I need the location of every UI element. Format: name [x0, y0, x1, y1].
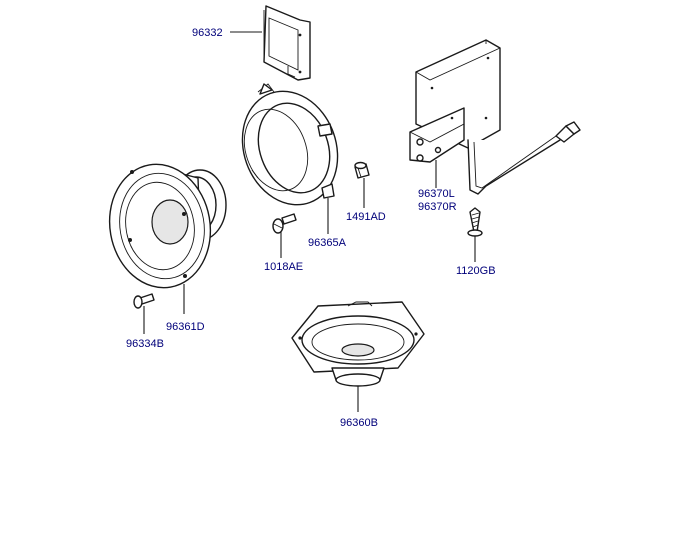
label-96370L: 96370L — [418, 188, 455, 200]
amplifier-drawing — [409, 39, 581, 195]
label-96360B: 96360B — [340, 417, 378, 429]
front-speaker-drawing — [108, 163, 227, 289]
small-cap-drawing — [354, 161, 370, 179]
screw-ae-drawing — [272, 213, 297, 234]
label-1018AE: 1018AE — [264, 261, 303, 273]
speaker-adapter-ring-drawing — [241, 83, 339, 206]
rear-speaker-drawing — [291, 301, 425, 387]
label-96334B: 96334B — [126, 338, 164, 350]
label-96365A: 96365A — [308, 237, 347, 249]
label-96332: 96332 — [192, 27, 223, 39]
screw-b-drawing — [133, 293, 155, 309]
label-96361D: 96361D — [166, 321, 205, 333]
label-1491AD: 1491AD — [346, 211, 386, 223]
label-1120GB: 1120GB — [456, 265, 496, 277]
bolt-b-drawing — [467, 207, 483, 237]
label-96370R: 96370R — [418, 201, 457, 213]
amplifier-bracket-drawing — [263, 5, 311, 81]
